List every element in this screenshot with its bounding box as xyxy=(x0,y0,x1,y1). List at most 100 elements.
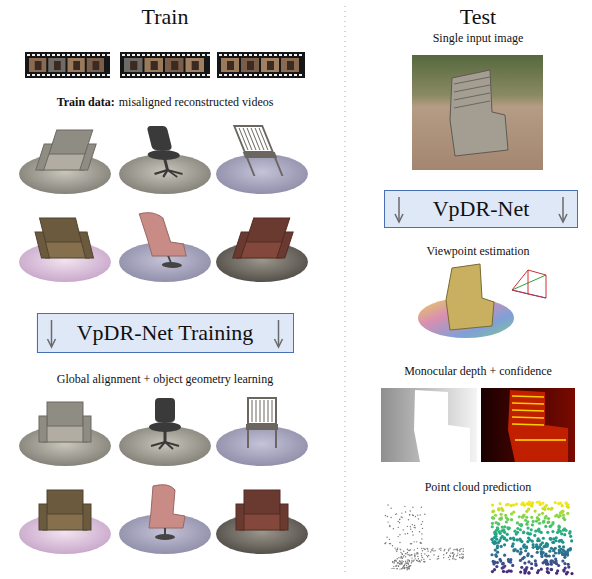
cloud-point xyxy=(399,568,400,569)
point-cloud-grey xyxy=(384,504,464,570)
cloud-point xyxy=(460,557,461,558)
caption-label: Train data: xyxy=(57,95,115,109)
cloud-point xyxy=(392,561,393,562)
sprocket-hole xyxy=(67,74,70,76)
caption-label: misaligned reconstructed videos xyxy=(119,95,274,109)
sprocket-hole xyxy=(269,54,272,56)
cloud-point xyxy=(406,563,407,564)
cloud-point xyxy=(404,564,405,565)
cloud-point xyxy=(417,553,418,554)
confidence-edge xyxy=(512,424,544,425)
cloud-point xyxy=(415,527,416,528)
cloud-point xyxy=(505,539,508,542)
cloud-point xyxy=(405,553,406,554)
cloud-point xyxy=(524,549,527,552)
cloud-point xyxy=(440,550,441,551)
cloud-point xyxy=(408,519,409,520)
cloud-point xyxy=(564,529,567,532)
cloud-point xyxy=(398,563,399,564)
cloud-point xyxy=(437,558,438,559)
chair-seat xyxy=(246,424,278,430)
cloud-point xyxy=(398,565,399,566)
cloud-point xyxy=(496,551,499,554)
cloud-point xyxy=(403,566,404,567)
cloud-point xyxy=(563,533,566,536)
cloud-point xyxy=(396,551,397,552)
sprocket-hole xyxy=(192,54,195,56)
cloud-point xyxy=(401,560,402,561)
cloud-point xyxy=(519,559,522,562)
cloud-point xyxy=(422,550,423,551)
cloud-point xyxy=(421,533,422,534)
cloud-point xyxy=(491,570,494,573)
cloud-point xyxy=(422,528,423,529)
cloud-point xyxy=(403,567,404,568)
sprocket-hole xyxy=(239,74,242,76)
chair-seat xyxy=(43,514,87,530)
cloud-point xyxy=(400,561,401,562)
cloud-point xyxy=(396,565,397,566)
sprocket-hole xyxy=(244,74,247,76)
cloud-point xyxy=(507,569,510,572)
cloud-point xyxy=(401,568,402,569)
chair-arm xyxy=(277,232,293,258)
cloud-point xyxy=(391,568,392,569)
cloud-point xyxy=(546,563,549,566)
cloud-point xyxy=(394,547,395,548)
cloud-point xyxy=(420,542,421,543)
film-frame xyxy=(48,58,65,72)
cloud-point xyxy=(403,529,404,530)
chair-back xyxy=(47,490,83,516)
sprocket-hole xyxy=(127,74,130,76)
cloud-point xyxy=(401,516,402,517)
cloud-point xyxy=(542,551,545,554)
film-frame xyxy=(261,58,279,72)
floor-disc xyxy=(19,514,111,554)
cloud-point xyxy=(561,510,564,513)
chair-slat xyxy=(252,400,253,422)
cloud-point xyxy=(557,564,560,567)
cloud-point xyxy=(497,522,500,525)
cloud-point xyxy=(492,510,495,513)
chair-leg xyxy=(275,158,282,176)
cloud-point xyxy=(420,514,421,515)
cloud-point xyxy=(555,572,558,575)
cloud-point xyxy=(551,530,554,533)
sprocket-hole xyxy=(87,54,90,56)
sprocket-hole xyxy=(264,74,267,76)
cloud-point xyxy=(542,521,545,524)
cloud-point xyxy=(408,564,409,565)
sprocket-hole xyxy=(72,54,75,56)
sprocket-hole xyxy=(122,74,125,76)
cloud-point xyxy=(449,559,450,560)
cloud-point xyxy=(455,559,456,560)
cloud-point xyxy=(525,566,528,569)
sprocket-hole xyxy=(294,54,297,56)
confidence-edge xyxy=(512,417,544,418)
sprocket-hole xyxy=(244,54,247,56)
cloud-point xyxy=(505,520,508,523)
sprocket-hole xyxy=(284,74,287,76)
chair-base xyxy=(155,534,175,540)
cloud-point xyxy=(384,543,385,544)
cloud-point xyxy=(544,515,547,518)
cloud-point xyxy=(569,548,572,551)
label-row: Train xyxy=(142,4,189,30)
box-fill xyxy=(384,190,578,228)
cloud-point xyxy=(399,560,400,561)
chair-slat xyxy=(272,400,273,422)
chair-shape xyxy=(135,213,193,268)
sprocket-hole xyxy=(32,74,35,76)
chair-back xyxy=(234,126,273,152)
cloud-point xyxy=(492,517,495,520)
cloud-point xyxy=(462,558,463,559)
cloud-point xyxy=(544,525,547,528)
cloud-point xyxy=(530,516,533,519)
cloud-point xyxy=(389,525,390,526)
floor-disc xyxy=(216,154,308,194)
cloud-point xyxy=(412,561,413,562)
cloud-point xyxy=(411,554,412,555)
cloud-point xyxy=(497,508,500,511)
sprocket-hole xyxy=(162,74,165,76)
cloud-point xyxy=(518,515,521,518)
